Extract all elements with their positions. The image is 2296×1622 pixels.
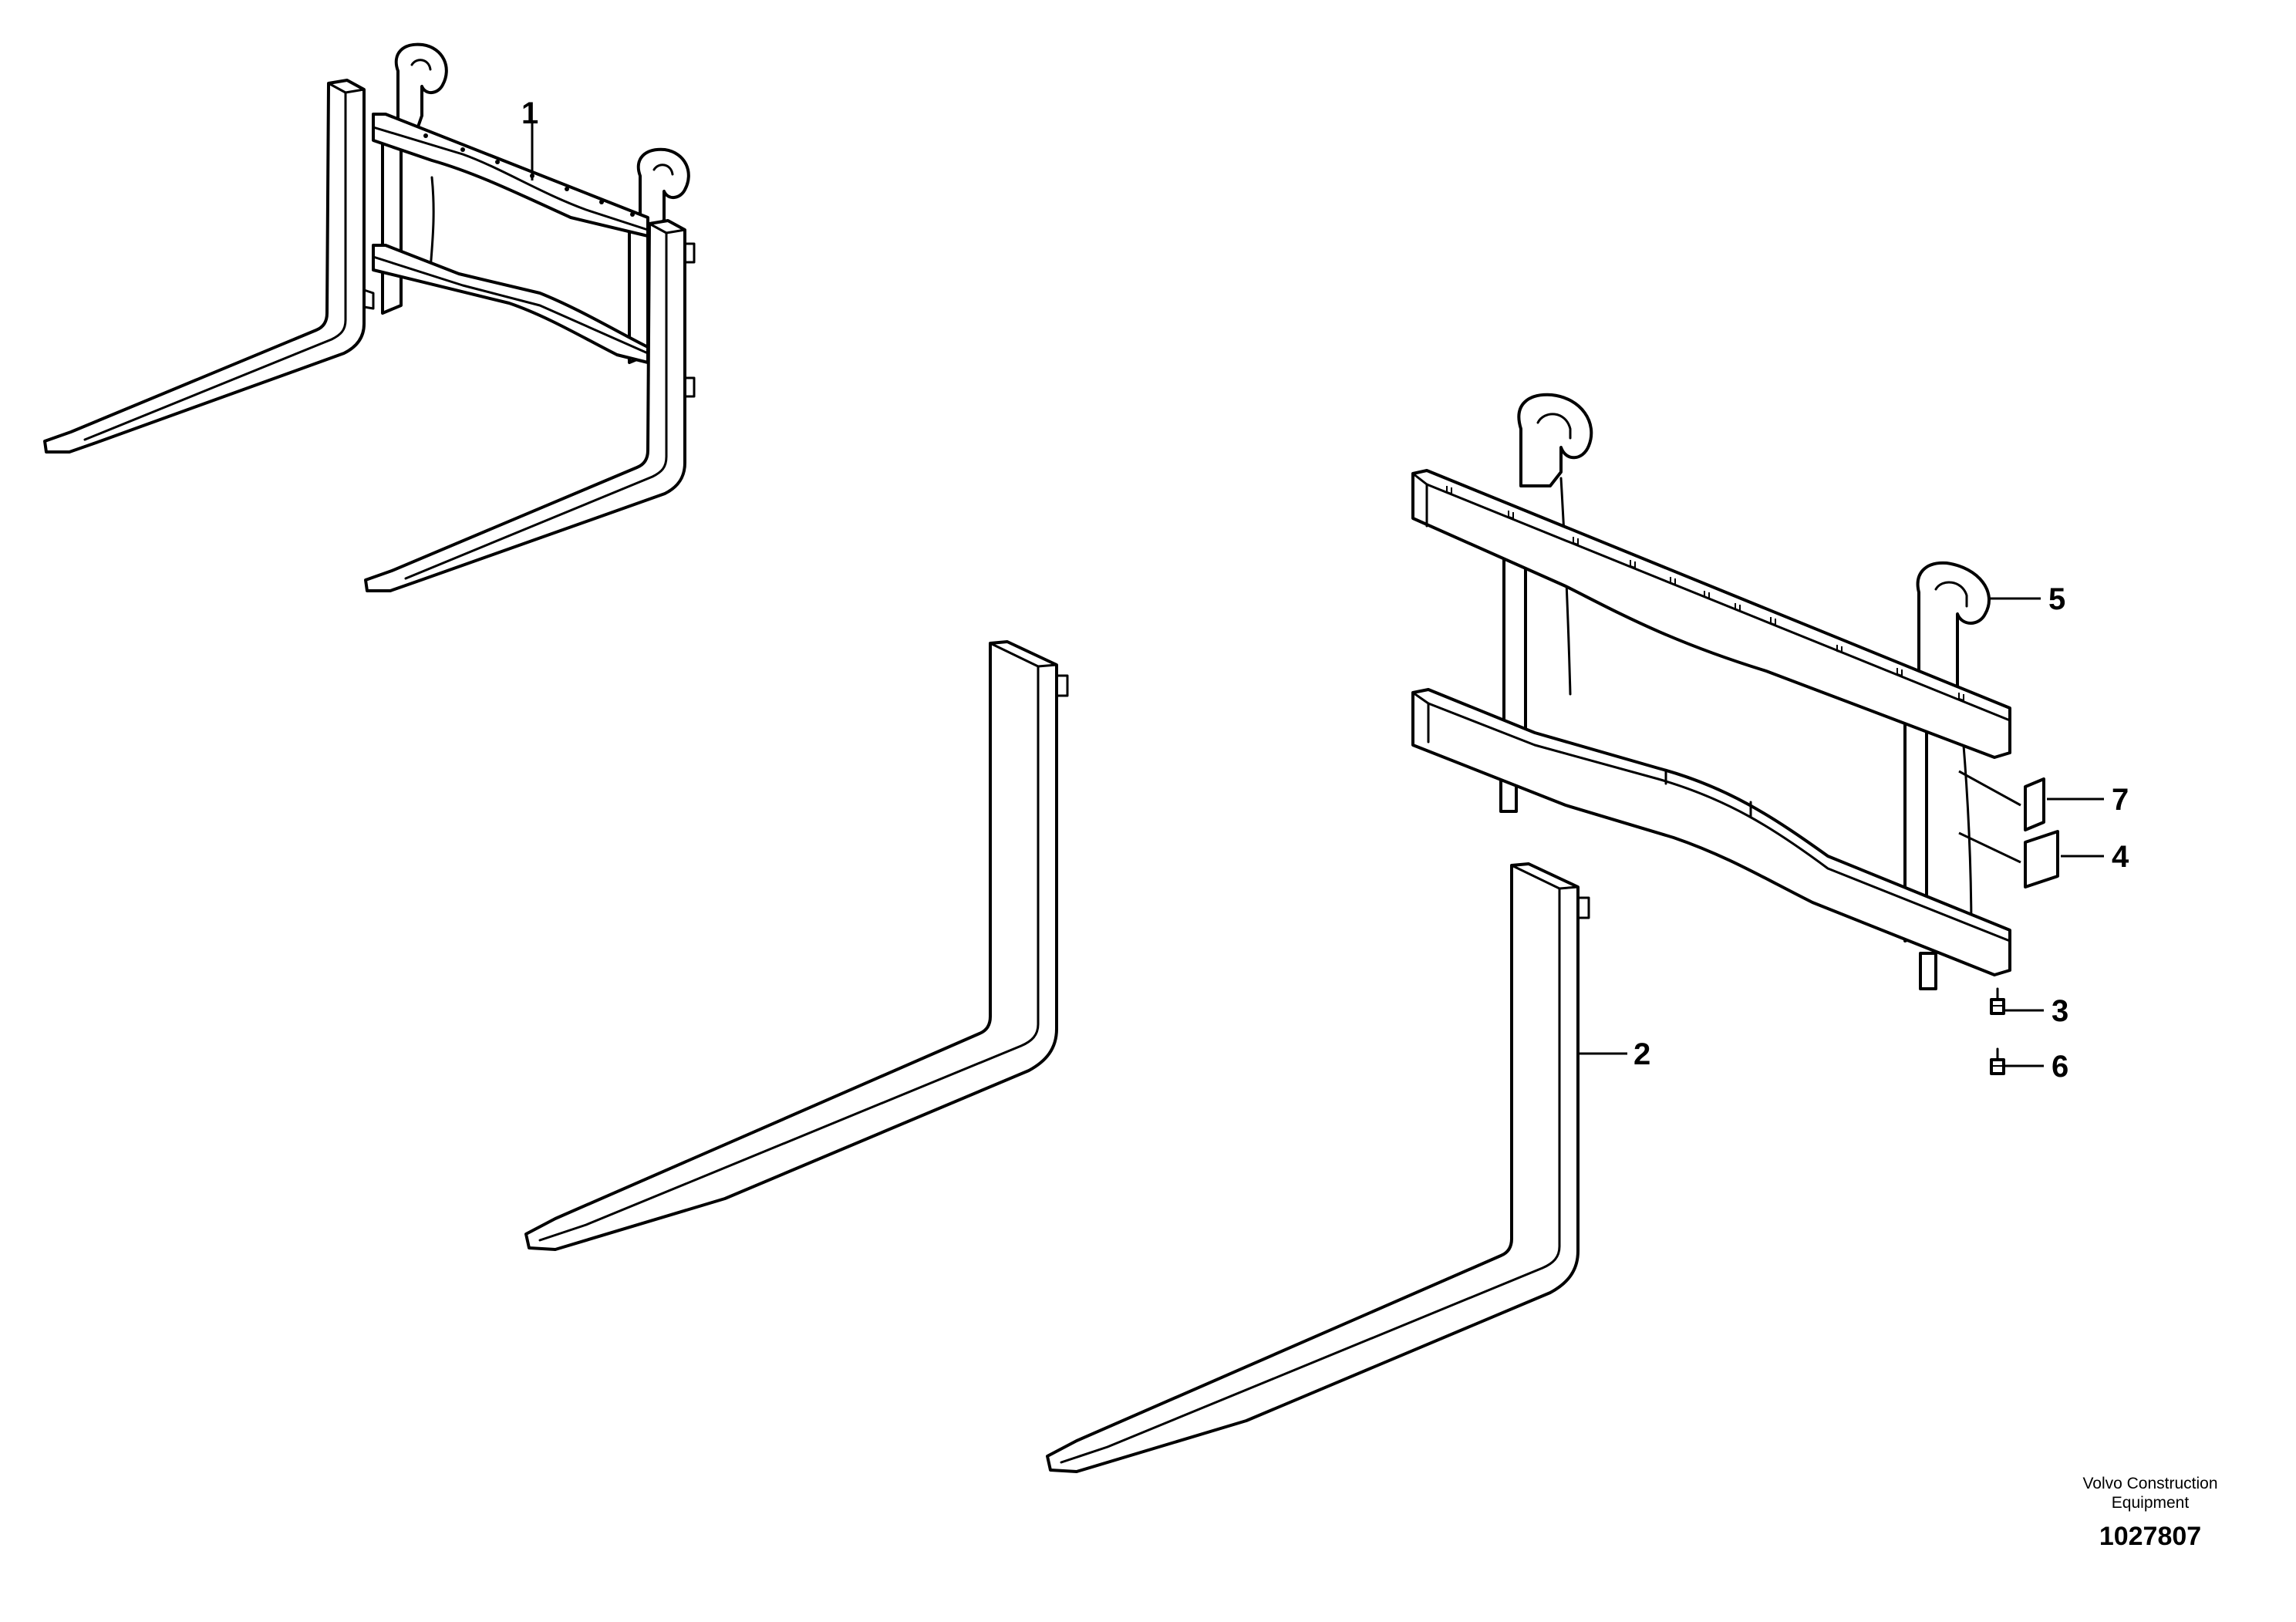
drawing-number: 1027807 (2099, 1522, 2201, 1551)
leader-lines (531, 123, 2104, 1067)
screw-part-3 (1990, 987, 2005, 1015)
screw-part-6 (1990, 1047, 2005, 1075)
company-name-line2: Equipment (2112, 1494, 2190, 1512)
callout-6: 6 (2052, 1050, 2068, 1084)
callout-2: 2 (1633, 1037, 1650, 1071)
decal-part-7 (2024, 777, 2045, 831)
decal-part-4 (2024, 830, 2059, 889)
callout-1: 1 (521, 96, 538, 130)
carriage-frame-illustration (1411, 393, 2059, 1075)
callout-7: 7 (2112, 783, 2129, 817)
company-name-line1: Volvo Construction (2082, 1475, 2217, 1492)
fork-illustration (524, 640, 1590, 1473)
frame-top-beam-bolts (1446, 486, 1964, 702)
callout-4: 4 (2112, 840, 2129, 874)
fork-assembly-illustration (43, 42, 696, 592)
callout-5: 5 (2048, 582, 2065, 616)
callout-3: 3 (2052, 994, 2068, 1028)
